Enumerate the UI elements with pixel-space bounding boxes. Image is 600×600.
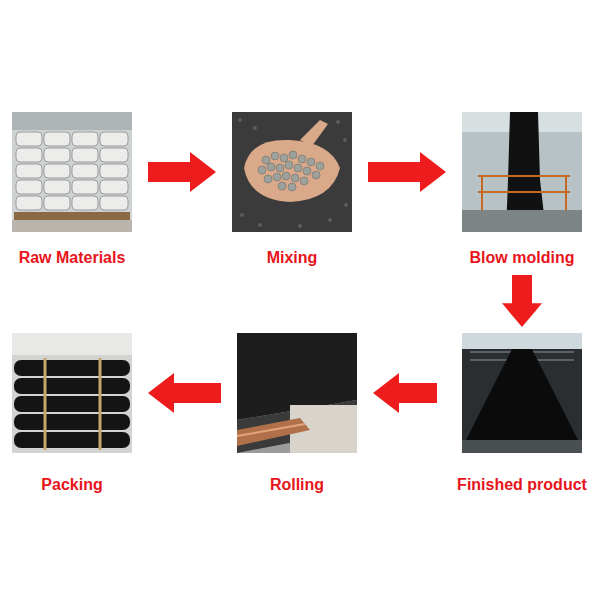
rolling-photo [237, 333, 357, 453]
step-caption: Raw Materials [12, 248, 132, 267]
flow-arrow [502, 275, 542, 327]
process-step: Packing [12, 333, 132, 496]
process-step: Rolling [237, 333, 357, 496]
mixing-photo [232, 112, 352, 232]
step-caption: Blow molding [462, 248, 582, 267]
process-step: Raw Materials [12, 112, 132, 269]
step-caption: Mixing [232, 248, 352, 267]
process-step: Finished product [453, 333, 591, 496]
process-step: Mixing [232, 112, 352, 269]
raw-materials-photo [12, 112, 132, 232]
flow-arrow [368, 152, 446, 192]
process-step: Blow molding [462, 112, 582, 269]
finished-product-photo [462, 333, 582, 453]
packing-photo [12, 333, 132, 453]
step-caption: Finished product [453, 475, 591, 494]
step-caption: Rolling [237, 475, 357, 494]
blow-molding-photo [462, 112, 582, 232]
flow-arrow [373, 373, 437, 413]
step-caption: Packing [12, 475, 132, 494]
flow-arrow [148, 152, 216, 192]
flow-arrow [148, 373, 221, 413]
